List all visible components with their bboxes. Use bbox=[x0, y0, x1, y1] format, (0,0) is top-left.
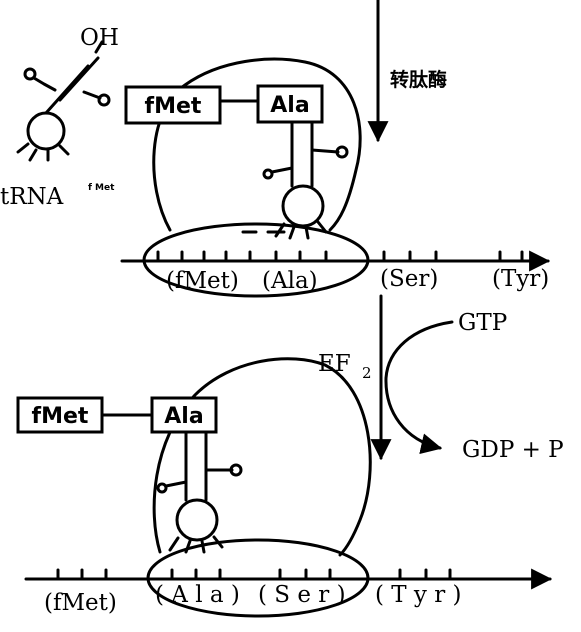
trna-label: tRNA bbox=[0, 184, 64, 210]
oh-label: OH bbox=[80, 25, 119, 51]
codon-label-bottom-1: (fMet) bbox=[44, 590, 117, 616]
peptide-box-ala-bottom bbox=[150, 396, 218, 434]
free-trna-fmet bbox=[16, 40, 111, 162]
codon-label-top-4: (Tyr) bbox=[492, 266, 549, 292]
ribosome-large-subunit-top bbox=[152, 57, 362, 232]
enzyme-label: 转肽酶 bbox=[390, 68, 447, 91]
peptide-box-fmet-top bbox=[124, 85, 222, 125]
factor-subscript: 2 bbox=[362, 364, 372, 382]
factor-label: EF bbox=[318, 351, 351, 377]
peptide-label-ala-top: Ala bbox=[270, 93, 309, 118]
codon-label-bottom-3: ( S e r ) bbox=[258, 582, 346, 608]
ala-trna-top bbox=[262, 116, 349, 240]
codon-label-top-1: (fMet) bbox=[166, 268, 239, 294]
ala-trna-bottom bbox=[156, 430, 243, 554]
gdp-label: GDP + P bbox=[462, 437, 564, 463]
gtp-label: GTP bbox=[458, 310, 507, 336]
peptide-box-ala-top bbox=[256, 84, 324, 124]
mrna-ticks-top bbox=[156, 250, 524, 263]
gtp-hydrolysis-arc bbox=[384, 320, 454, 455]
codon-label-bottom-2: ( A l a ) bbox=[155, 582, 240, 608]
trna-superscript: f Met bbox=[88, 183, 115, 193]
mrna-ticks-bottom bbox=[56, 568, 452, 581]
ribosome-large-subunit-bottom bbox=[152, 357, 372, 557]
peptide-box-fmet-bottom bbox=[16, 396, 104, 434]
codon-label-bottom-4: ( T y r ) bbox=[375, 582, 462, 608]
codon-label-top-3: (Ser) bbox=[380, 266, 438, 292]
peptide-label-ala-bottom: Ala bbox=[164, 404, 203, 429]
peptide-label-fmet-bottom: fMet bbox=[32, 404, 89, 429]
codon-label-top-2: (Ala) bbox=[262, 268, 318, 294]
peptide-label-fmet-top: fMet bbox=[145, 94, 202, 119]
